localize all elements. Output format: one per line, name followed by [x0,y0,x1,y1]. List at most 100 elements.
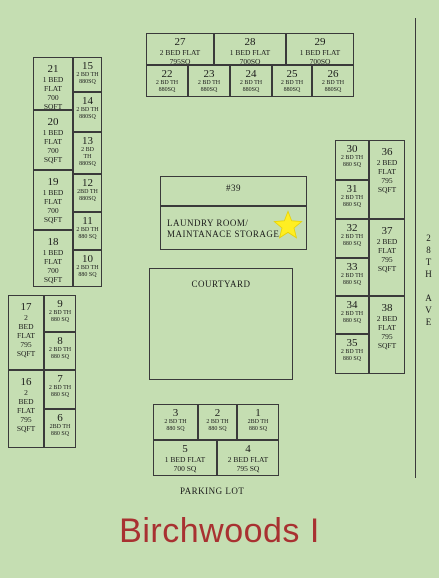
unit-14[interactable]: 14 2 BD TH 880SQ [73,92,102,132]
unit-details: 2 BED FLAT 795 SQFT [16,313,36,358]
unit-details: 1 BED FLAT 700 SQFT [42,188,64,224]
unit-details: 2 BD TH 880SQ [321,80,345,93]
unit-2[interactable]: 2 2 BD TH 880 SQ [198,404,237,440]
unit-11[interactable]: 11 2 BD TH 880 SQ [73,212,102,250]
unit-21[interactable]: 21 1 BED FLAT 700 SQFT [33,57,73,110]
unit-18[interactable]: 18 1 BED FLAT 700 SQFT [33,230,73,287]
office-39[interactable]: #39 [160,176,307,206]
unit-number: 32 [346,222,358,234]
unit-28[interactable]: 28 1 BED FLAT 700SQ [214,33,286,65]
unit-details: 2BD TH 880 SQ [247,419,269,432]
unit-24[interactable]: 24 2 BD TH 880SQ [230,65,272,97]
unit-number: 9 [57,298,63,310]
unit-number: 28 [244,36,256,48]
unit-7[interactable]: 7 2 BD TH 880 SQ [44,370,76,409]
unit-13[interactable]: 13 2 BD TH 880SQ [73,132,102,174]
unit-details: 2 BD TH 880SQ [79,147,96,167]
unit-details: 2 BD TH 880 SQ [340,311,364,324]
unit-number: 27 [174,36,186,48]
unit-details: 1 BED FLAT 700 SQFT [42,248,64,284]
unit-number: 38 [381,302,393,314]
courtyard: COURTYARD [149,268,293,380]
unit-details: 2 BD TH 880 SQ [340,155,364,168]
unit-details: 2 BD TH 880 SQ [76,227,99,240]
unit-number: 13 [82,135,93,147]
unit-27[interactable]: 27 2 BED FLAT 795SQ [146,33,214,65]
unit-15[interactable]: 15 2 BD TH 880SQ [73,57,102,92]
unit-details: 2 BD TH 880 SQ [206,419,229,432]
unit-30[interactable]: 30 2 BD TH 880 SQ [335,140,369,180]
unit-details: 2 BED FLAT 795 SQFT [376,158,398,194]
unit-number: 2 [214,407,221,419]
unit-details: 2 BED FLAT 795 SQ [227,455,269,473]
unit-number: 37 [381,225,393,237]
unit-number: 8 [57,335,63,347]
laundry-label: LAUNDRY ROOM/ MAINTANACE STORAGE [167,218,280,239]
unit-8[interactable]: 8 2 BD TH 880 SQ [44,332,76,370]
unit-26[interactable]: 26 2 BD TH 880SQ [312,65,354,97]
unit-22[interactable]: 22 2 BD TH 880SQ [146,65,188,97]
unit-details: 2 BD TH 880 SQ [48,347,72,360]
unit-number: 25 [286,68,298,80]
unit-37[interactable]: 37 2 BED FLAT 795 SQFT [369,219,405,296]
unit-number: 35 [346,337,358,349]
street-label: 2 8 T H A V E [425,233,433,327]
unit-number: 21 [47,63,59,75]
unit-20[interactable]: 20 1 BED FLAT 700 SQFT [33,110,73,170]
unit-details: 2 BD TH 880 SQ [48,385,72,398]
unit-number: 34 [346,299,358,311]
unit-number: 11 [82,215,93,227]
unit-1[interactable]: 1 2BD TH 880 SQ [237,404,279,440]
unit-number: 36 [381,146,393,158]
unit-4[interactable]: 4 2 BED FLAT 795 SQ [217,440,279,476]
unit-33[interactable]: 33 2 BD TH 880 SQ [335,258,369,296]
unit-35[interactable]: 35 2 BD TH 880 SQ [335,334,369,374]
unit-number: 20 [47,116,59,128]
unit-details: 2 BD TH 880SQ [76,107,99,120]
unit-details: 2 BED FLAT 795SQ [159,48,201,65]
unit-29[interactable]: 29 1 BED FLAT 700SQ [286,33,354,65]
unit-number: 4 [245,443,251,455]
unit-19[interactable]: 19 1 BED FLAT 700 SQFT [33,170,73,230]
unit-16[interactable]: 16 2 BED FLAT 795 SQFT [8,370,44,448]
unit-number: 10 [82,253,93,265]
unit-10[interactable]: 10 2 BD TH 880 SQ [73,250,102,287]
unit-23[interactable]: 23 2 BD TH 880SQ [188,65,230,97]
unit-17[interactable]: 17 2 BED FLAT 795 SQFT [8,295,44,370]
unit-34[interactable]: 34 2 BD TH 880 SQ [335,296,369,334]
unit-details: 2BD TH 880 SQ [49,424,71,437]
office-label: #39 [226,183,241,193]
unit-36[interactable]: 36 2 BED FLAT 795 SQFT [369,140,405,219]
unit-number: 5 [182,443,188,455]
unit-32[interactable]: 32 2 BD TH 880 SQ [335,219,369,258]
unit-details: 2BD TH 880SQ [77,189,98,202]
unit-number: 19 [47,176,59,188]
unit-details: 2 BED FLAT 795 SQFT [376,314,398,350]
unit-number: 14 [82,95,93,107]
unit-number: 26 [327,68,339,80]
unit-details: 2 BD TH 880SQ [280,80,304,93]
unit-number: 24 [245,68,257,80]
unit-25[interactable]: 25 2 BD TH 880SQ [272,65,312,97]
unit-details: 2 BED FLAT 795 SQFT [16,388,36,433]
unit-number: 1 [255,407,261,419]
unit-number: 22 [161,68,173,80]
unit-6[interactable]: 6 2BD TH 880 SQ [44,409,76,448]
unit-3[interactable]: 3 2 BD TH 880 SQ [153,404,198,440]
laundry-room[interactable]: LAUNDRY ROOM/ MAINTANACE STORAGE [160,206,307,250]
unit-38[interactable]: 38 2 BED FLAT 795 SQFT [369,296,405,374]
unit-12[interactable]: 12 2BD TH 880SQ [73,174,102,212]
unit-number: 12 [82,177,93,189]
unit-31[interactable]: 31 2 BD TH 880 SQ [335,180,369,219]
unit-number: 30 [346,143,358,155]
unit-details: 2 BD TH 880 SQ [340,234,364,247]
unit-details: 2 BD TH 880 SQ [48,310,72,323]
unit-number: 33 [346,261,358,273]
unit-number: 31 [346,183,358,195]
unit-5[interactable]: 5 1 BED FLAT 700 SQ [153,440,217,476]
unit-details: 2 BD TH 880 SQ [164,419,187,432]
unit-details: 2 BD TH 880SQ [239,80,263,93]
unit-number: 15 [82,60,93,72]
unit-details: 2 BD TH 880SQ [155,80,179,93]
unit-9[interactable]: 9 2 BD TH 880 SQ [44,295,76,332]
